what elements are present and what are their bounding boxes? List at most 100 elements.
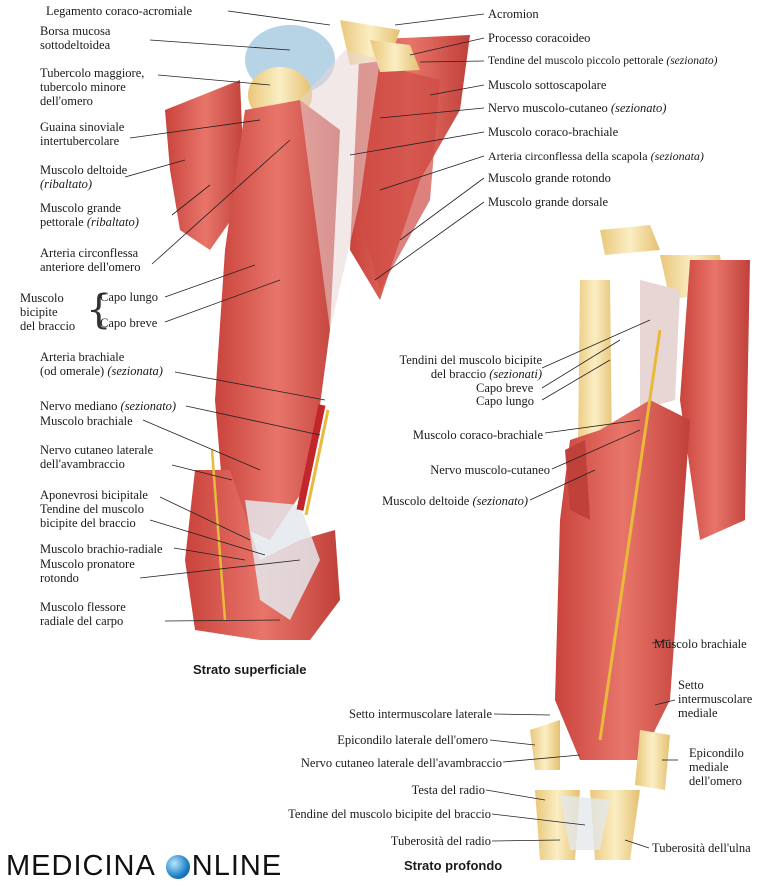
label-coracobrachiale-deep: Muscolo coraco-brachiale	[413, 428, 543, 442]
superficial-arm-illustration	[165, 20, 470, 640]
label-text: Muscolo grande pettorale	[40, 201, 121, 229]
label-text: Arteria circonflessa anteriore dell'omer…	[40, 246, 141, 274]
acromion-bone-deep	[600, 225, 660, 255]
label-sottoscapolare: Muscolo sottoscapolare	[488, 78, 606, 92]
label-deltoide-deep: Muscolo deltoide (sezionato)	[382, 494, 528, 508]
label-tubercolo: Tubercolo maggiore, tubercolo minore del…	[40, 66, 144, 108]
label-text: Nervo muscolo-cutaneo	[488, 101, 608, 115]
label-aponevrosi: Aponevrosi bicipitale	[40, 488, 148, 502]
label-processo: Processo coracoideo	[488, 31, 590, 45]
label-pronatore: Muscolo pronatore rotondo	[40, 557, 135, 585]
label-capo-lungo-deep: Capo lungo	[476, 394, 534, 408]
label-epicondilo-lat: Epicondilo laterale dell'omero	[337, 733, 488, 747]
label-arteria-circ-ant: Arteria circonflessa anteriore dell'omer…	[40, 246, 140, 274]
brace-bicipite: {	[86, 287, 112, 333]
deep-arm-illustration	[530, 225, 750, 860]
label-text: Tendine del muscolo bicipite del braccio	[40, 502, 144, 530]
label-text: Tendine del muscolo bicipite del braccio	[288, 807, 491, 821]
medial-epicondyle	[635, 730, 670, 790]
label-text: Muscolo pronatore rotondo	[40, 557, 135, 585]
label-text: Tendine del muscolo piccolo pettorale	[488, 55, 664, 67]
label-text: Muscolo grande dorsale	[488, 195, 609, 209]
label-text: Borsa mucosa sottodeltoidea	[40, 24, 111, 52]
label-coracobrachiale: Muscolo coraco-brachiale	[488, 125, 618, 139]
bicipital-aponeurosis	[245, 500, 320, 620]
deltoid-muscle	[165, 80, 245, 250]
label-tendine-bic-deep: Tendine del muscolo bicipite del braccio	[288, 807, 491, 821]
subscapular-muscle	[360, 60, 440, 290]
label-brachiale-deep: Muscolo brachiale	[654, 637, 747, 651]
label-cutaneo-lat-deep: Nervo cutaneo laterale dell'avambraccio	[301, 756, 502, 770]
label-text: Muscolo grande rotondo	[488, 171, 611, 185]
median-nerve	[304, 409, 330, 516]
label-text: Muscolo brachiale	[654, 637, 747, 651]
label-text: Acromion	[488, 7, 539, 21]
label-arteria-brachiale: Arteria brachiale (od omerale) (sezionat…	[40, 350, 163, 378]
logo-text-right: NLINE	[191, 850, 283, 882]
label-brachioradiale: Muscolo brachio-radiale	[40, 542, 163, 556]
coracobrachialis-deep	[640, 280, 680, 410]
label-tendini-bic: Tendini del muscolo bicipite del braccio…	[400, 353, 543, 381]
label-text: Capo lungo	[476, 394, 534, 408]
label-note: (sezionato)	[610, 101, 667, 115]
caption-superficiale: Strato superficiale	[193, 662, 307, 677]
label-text: Muscolo sottoscapolare	[488, 78, 607, 92]
label-deltoide: Muscolo deltoide(ribaltato)	[40, 163, 127, 191]
label-text: Capo lungo	[100, 290, 158, 304]
label-setto-lat: Setto intermuscolare laterale	[349, 707, 492, 721]
label-text: Aponevrosi bicipitale	[40, 488, 148, 502]
label-tendine-bic: Tendine del muscolo bicipite del braccio	[40, 502, 144, 530]
label-text: Tuberosità dell'ulna	[652, 841, 751, 855]
lateral-cutaneous-nerve	[210, 449, 227, 621]
label-tuberosita-radio: Tuberosità del radio	[391, 834, 491, 848]
label-cutaneo-lat: Nervo cutaneo laterale dell'avambraccio	[40, 443, 153, 471]
label-muscolocutaneo-deep: Nervo muscolo-cutaneo	[430, 463, 550, 477]
label-text: Muscolo bicipite del braccio	[20, 291, 76, 333]
caption-profondo: Strato profondo	[404, 858, 503, 873]
label-text: Setto intermuscolare laterale	[349, 707, 492, 721]
label-text: Muscolo coraco-brachiale	[412, 428, 543, 442]
label-text: Nervo cutaneo laterale dell'avambraccio	[40, 443, 154, 471]
label-note: (ribaltato)	[40, 177, 93, 191]
coracoid-bone	[370, 40, 420, 72]
label-text: Tendini del muscolo bicipite del braccio	[399, 353, 543, 381]
label-text: Muscolo coraco-brachiale	[488, 125, 619, 139]
label-note: (sezionato)	[472, 494, 528, 508]
label-text: Muscolo deltoide	[382, 494, 470, 508]
label-nervo-mediano: Nervo mediano (sezionato)	[40, 399, 176, 413]
label-text: Nervo mediano	[40, 399, 118, 413]
label-text: Tubercolo maggiore, tubercolo minore del…	[40, 66, 145, 108]
label-legamento: Legamento coraco-acromiale	[46, 4, 192, 18]
label-capo-breve-deep: Capo breve	[476, 381, 533, 395]
label-tuberosita-ulna: Tuberosità dell'ulna	[652, 841, 751, 855]
label-text: Muscolo brachiale	[40, 414, 133, 428]
label-text: Capo breve	[100, 316, 158, 330]
label-epicondilo-med: Epicondilo mediale dell'omero	[689, 746, 744, 788]
deltoid-cut	[565, 440, 590, 520]
label-text: Capo breve	[476, 381, 534, 395]
label-note: (sezionata)	[107, 364, 163, 378]
label-brachiale: Muscolo brachiale	[40, 414, 133, 428]
label-flessore: Muscolo flessore radiale del carpo	[40, 600, 126, 628]
biceps-tendon-deep	[560, 795, 610, 850]
label-bicipite: Muscolo bicipite del braccio	[20, 291, 75, 333]
label-grande-pettorale: Muscolo grande pettorale (ribaltato)	[40, 201, 139, 229]
label-text: Muscolo flessore radiale del carpo	[40, 600, 126, 628]
label-text: Tuberosità del radio	[390, 834, 491, 848]
biceps-muscle	[215, 100, 340, 540]
coracobrachialis-muscle	[300, 50, 380, 330]
label-capo-lungo: Capo lungo	[100, 290, 158, 304]
label-text: Epicondilo laterale dell'omero	[337, 733, 488, 747]
brachial-artery	[296, 404, 326, 511]
label-note: (sezionati)	[489, 367, 542, 381]
label-testa-radio: Testa del radio	[412, 783, 485, 797]
musculocutaneous-nerve	[598, 329, 662, 741]
label-note: (sezionato)	[666, 55, 718, 67]
label-text: Arteria brachiale (od omerale)	[40, 350, 125, 378]
label-capo-breve: Capo breve	[100, 316, 157, 330]
label-borsa: Borsa mucosa sottodeltoidea	[40, 24, 110, 52]
label-note: (sezionato)	[120, 399, 177, 413]
label-text: Setto intermuscolare mediale	[678, 678, 753, 720]
label-text: Muscolo brachio-radiale	[40, 542, 163, 556]
medicina-online-logo: MEDICINA NLINE	[6, 850, 282, 883]
